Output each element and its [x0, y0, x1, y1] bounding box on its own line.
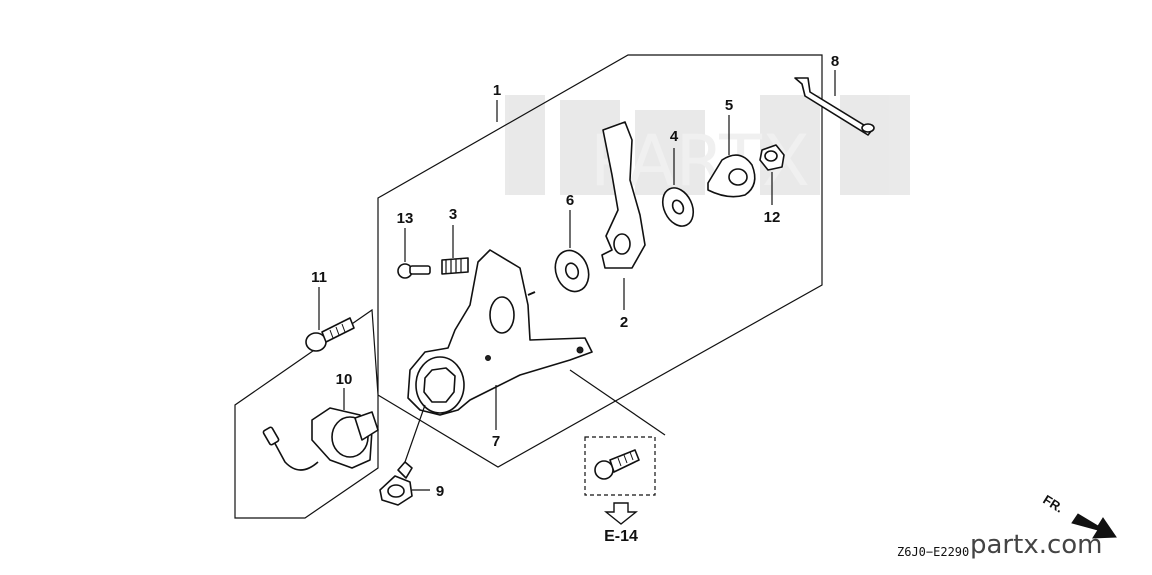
front-arrow-icon: [1071, 513, 1117, 539]
assembly-outline: [234, 54, 823, 519]
screw-13: [397, 263, 431, 279]
reference-label: E-14: [604, 528, 638, 545]
callout-4: 4: [670, 128, 679, 145]
callout-11: 11: [311, 269, 327, 286]
callout-10: 10: [336, 371, 353, 388]
svg-text:FR.: FR.: [1040, 492, 1066, 516]
washer-4: [661, 187, 695, 227]
callout-9: 9: [436, 483, 444, 500]
callout-5: 5: [725, 97, 733, 114]
callout-12: 12: [764, 209, 781, 226]
diagram-code: Z6J0−E2290: [897, 545, 969, 559]
callout-1: 1: [493, 82, 501, 99]
callout-8: 8: [831, 53, 839, 70]
lever-arm: [601, 121, 646, 269]
washer-6: [554, 249, 590, 293]
callout-6: 6: [566, 192, 574, 209]
plate: [707, 154, 756, 198]
detail-bolt: [594, 449, 640, 480]
callout-13: 13: [397, 210, 414, 227]
nut: [759, 144, 785, 171]
reference-arrow: [604, 502, 638, 525]
brand-logo: partx.com: [970, 530, 1103, 560]
sensor-switch: [262, 407, 379, 471]
spring: [441, 257, 469, 275]
callout-3: 3: [449, 206, 457, 223]
bolt-11: [305, 317, 355, 352]
governor-bracket: [407, 249, 593, 416]
control-rod: [794, 77, 875, 136]
detail-box: [584, 436, 656, 496]
callout-2: 2: [620, 314, 628, 331]
clip: [379, 461, 413, 506]
callout-7: 7: [492, 433, 500, 450]
